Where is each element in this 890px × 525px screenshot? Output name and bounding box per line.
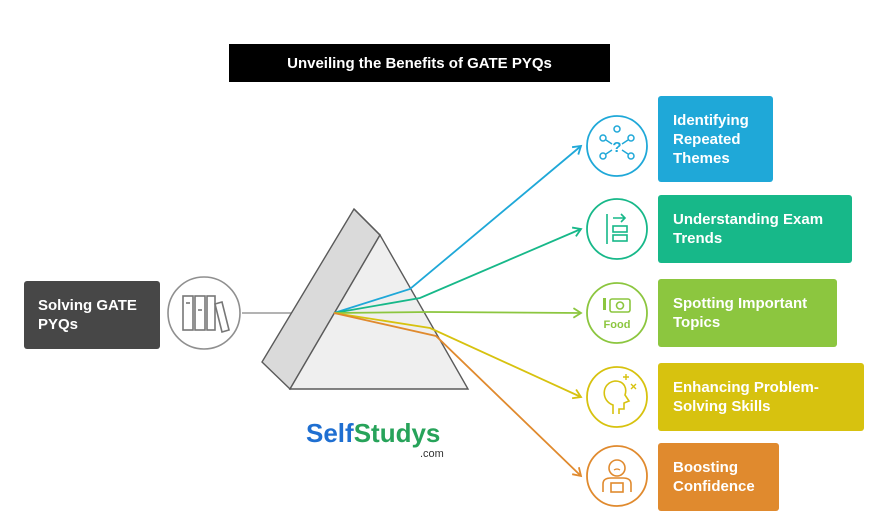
prism [261, 207, 470, 391]
output-icons: ? Food [586, 115, 648, 507]
input-box: Solving GATE PYQs [24, 281, 160, 349]
arrowhead-3 [571, 388, 583, 400]
brand-domain: .com [420, 448, 444, 460]
network-question-icon: ? [586, 115, 648, 177]
brand-part1: Self [306, 418, 354, 448]
head-math-icon [586, 366, 648, 428]
beam-3 [333, 312, 582, 398]
beam-2 [333, 311, 582, 314]
output-label: Enhancing Problem-Solving Skills [673, 379, 819, 415]
brand-part2: Studys [353, 418, 441, 448]
output-label: Spotting Important Topics [673, 295, 808, 331]
output-box-0: Identifying Repeated Themes [658, 96, 773, 182]
output-label: Identifying Repeated Themes [673, 111, 749, 167]
input-label: Solving GATE PYQs [38, 297, 137, 333]
output-box-4: Boosting Confidence [658, 443, 779, 511]
output-box-2: Spotting Important Topics [658, 279, 837, 347]
brand-logo: SelfStudys [306, 418, 440, 449]
question-mark: ? [612, 139, 621, 156]
output-box-3: Enhancing Problem-Solving Skills [658, 363, 864, 431]
output-beams [333, 144, 583, 478]
arrowhead-1 [571, 226, 583, 237]
beam-4 [333, 312, 582, 477]
camera-food-icon: Food [586, 282, 648, 344]
output-box-1: Understanding Exam Trends [658, 195, 852, 263]
trend-arrow-icon [586, 198, 648, 260]
food-label: Food [604, 319, 631, 331]
output-label: Understanding Exam Trends [673, 211, 824, 247]
arrowhead-4 [572, 467, 583, 478]
beam-1 [333, 228, 582, 314]
person-podium-icon [586, 445, 648, 507]
beam-0 [333, 145, 582, 314]
output-label: Boosting Confidence [673, 459, 755, 495]
arrowhead-0 [571, 144, 583, 155]
arrowhead-2 [572, 307, 583, 319]
books-icon [167, 276, 241, 350]
page-title: Unveiling the Benefits of GATE PYQs [229, 44, 610, 82]
